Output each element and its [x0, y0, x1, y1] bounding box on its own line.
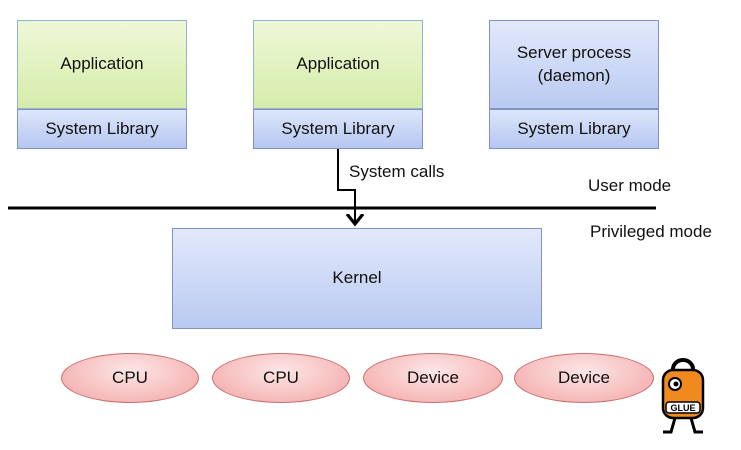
system-library-label-2: System Library — [281, 118, 395, 138]
system-library-label-1: System Library — [45, 118, 159, 138]
device-label-2: Device — [558, 368, 610, 387]
glue-text: GLUE — [670, 403, 695, 413]
system-library-box-1: System Library — [17, 109, 187, 149]
cpu-label-1: CPU — [112, 368, 148, 387]
cpu-ellipse-2: CPU — [212, 353, 350, 403]
privileged-mode-label: Privileged mode — [590, 222, 712, 241]
system-calls-label: System calls — [349, 162, 445, 181]
system-call-arrow — [337, 149, 355, 224]
kernel-box: Kernel — [172, 228, 542, 329]
application-box-1: Application — [17, 20, 187, 109]
device-ellipse-2: Device — [514, 353, 654, 403]
cpu-ellipse-1: CPU — [61, 353, 199, 403]
system-library-label-3: System Library — [517, 118, 631, 138]
server-process-box: Server process (daemon) — [489, 20, 659, 109]
server-process-label: Server process (daemon) — [516, 42, 632, 85]
system-library-box-3: System Library — [489, 109, 659, 149]
kernel-label: Kernel — [332, 268, 382, 288]
device-ellipse-1: Device — [363, 353, 503, 403]
application-box-2: Application — [253, 20, 423, 109]
user-mode-label: User mode — [588, 176, 672, 195]
device-label-1: Device — [407, 368, 459, 387]
cpu-label-2: CPU — [263, 368, 299, 387]
application-label-2: Application — [296, 54, 380, 74]
glue-mascot-icon: GLUE — [661, 358, 705, 434]
system-library-box-2: System Library — [253, 109, 423, 149]
application-label-1: Application — [60, 54, 144, 74]
